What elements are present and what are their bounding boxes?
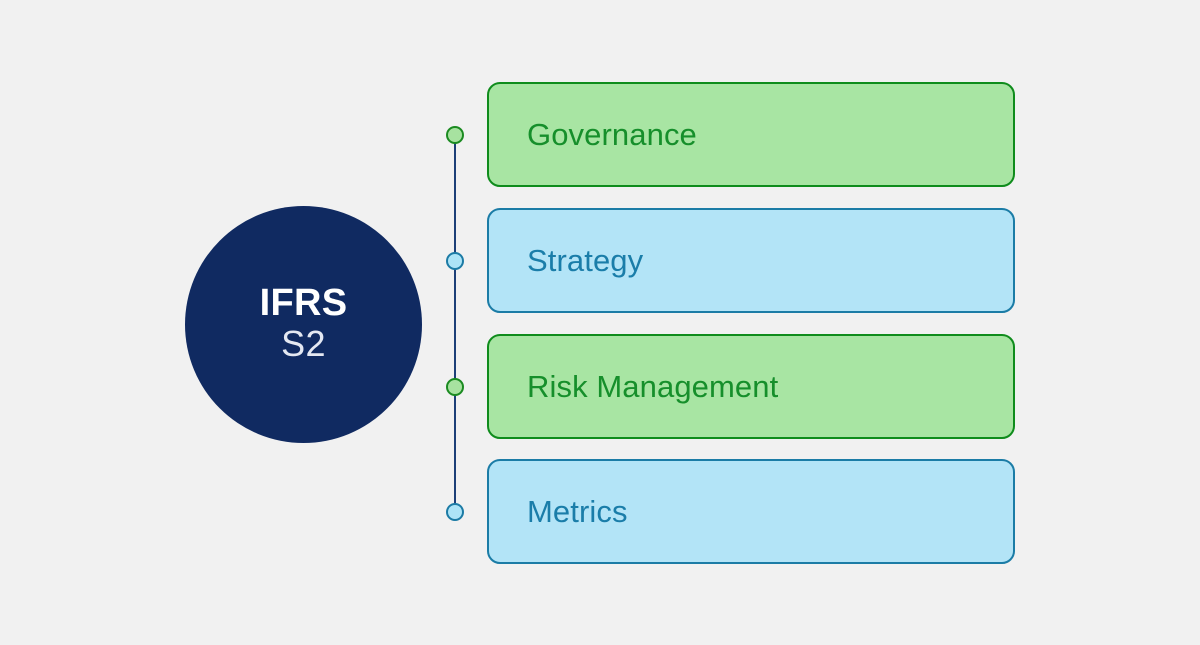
pillar-label-metrics: Metrics (527, 493, 628, 529)
connector-dot-risk-management (446, 378, 464, 396)
connector-dot-strategy (446, 252, 464, 270)
connector-dot-metrics (446, 503, 464, 521)
pillar-box-governance: Governance (487, 82, 1015, 187)
pillar-box-metrics: Metrics (487, 459, 1015, 564)
pillar-box-risk-management: Risk Management (487, 334, 1015, 439)
hub-title-secondary: S2 (281, 323, 326, 365)
pillar-label-governance: Governance (527, 116, 697, 152)
pillar-box-strategy: Strategy (487, 208, 1015, 313)
connector-dot-governance (446, 126, 464, 144)
hub-title-primary: IFRS (259, 282, 348, 325)
pillar-label-risk-management: Risk Management (527, 368, 779, 404)
ifrs-s2-hub-circle: IFRS S2 (185, 206, 422, 443)
connector-spine-line (454, 135, 456, 512)
pillar-label-strategy: Strategy (527, 242, 644, 278)
